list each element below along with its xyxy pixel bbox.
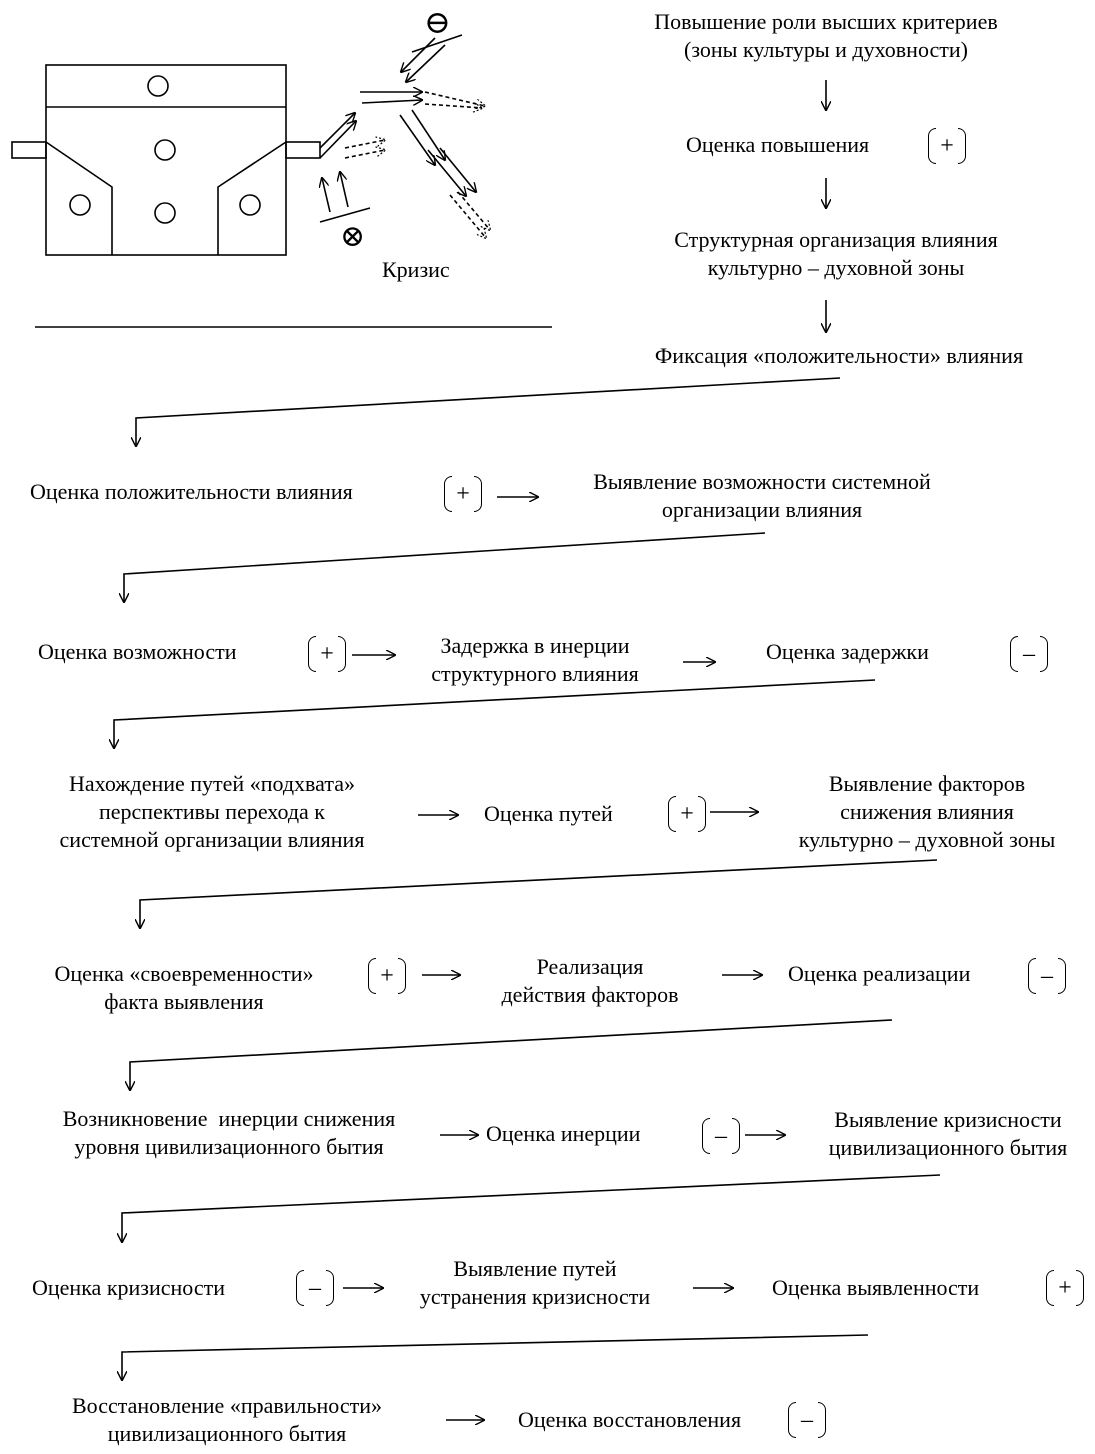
node-system-possibility: Выявление возможности системной организа… xyxy=(593,469,931,522)
node-paths-evaluation: Оценка путей xyxy=(484,801,613,826)
node-timeliness-evaluation: Оценка «своевременности» факта выявления xyxy=(54,961,314,1014)
crisis-arrows xyxy=(320,34,490,238)
minus-circle-icon: ⊖ xyxy=(424,4,451,40)
node-delay-evaluation: Оценка задержки xyxy=(766,639,929,664)
sign-badge: + xyxy=(368,958,406,994)
sign-badge: + xyxy=(444,476,482,512)
sign-badge: – xyxy=(1028,958,1066,994)
crisis-label: Кризис xyxy=(382,257,450,282)
sign-badge: + xyxy=(668,796,706,832)
node-structural-organization: Структурная организация влияния культурн… xyxy=(674,227,998,280)
node-reduction-factors: Выявление факторов снижения влияния куль… xyxy=(798,771,1056,852)
node-factors-realization: Реализация действия факторов xyxy=(501,954,679,1007)
node-crisis-evaluation: Оценка кризисности xyxy=(32,1275,225,1300)
sign-badge: – xyxy=(702,1118,740,1154)
node-inertia-decline: Возникновение инерции снижения уровня ци… xyxy=(62,1106,396,1159)
node-possibility-evaluation: Оценка возможности xyxy=(38,639,237,664)
node-inertia-delay: Задержка в инерции структурного влияния xyxy=(431,633,639,686)
node-restoration-evaluation: Оценка восстановления xyxy=(518,1407,742,1432)
node-crisis-detection: Выявление кризисности цивилизационного б… xyxy=(828,1107,1068,1160)
node-fixation-positivity: Фиксация «положительности» влияния xyxy=(654,343,1024,368)
node-raising-criteria: Повышение роли высших критериев (зоны ку… xyxy=(654,9,998,62)
node-finding-paths: Нахождение путей «подхвата» перспективы … xyxy=(59,771,365,852)
node-raising-evaluation: Оценка повышения xyxy=(686,132,870,157)
horizontal-arrows xyxy=(343,497,785,1420)
sign-badge: – xyxy=(788,1402,826,1438)
node-realization-evaluation: Оценка реализации xyxy=(788,961,971,986)
building-sketch xyxy=(11,64,321,256)
node-crisis-elimination-paths: Выявление путей устранения кризисности xyxy=(419,1256,651,1309)
node-restoration: Восстановление «правильности» цивилизаци… xyxy=(71,1393,383,1446)
sign-badge: + xyxy=(308,636,346,672)
node-inertia-evaluation: Оценка инерции xyxy=(486,1121,641,1146)
node-positivity-evaluation: Оценка положительности влияния xyxy=(30,479,353,504)
sign-badge: – xyxy=(1010,636,1048,672)
times-circle-icon: ⊗ xyxy=(340,220,366,253)
sign-badge: + xyxy=(1046,1270,1084,1306)
sign-badge: – xyxy=(296,1270,334,1306)
sign-badge: + xyxy=(928,128,966,164)
row-connectors xyxy=(114,377,941,1380)
node-detection-evaluation: Оценка выявленности xyxy=(772,1275,980,1300)
